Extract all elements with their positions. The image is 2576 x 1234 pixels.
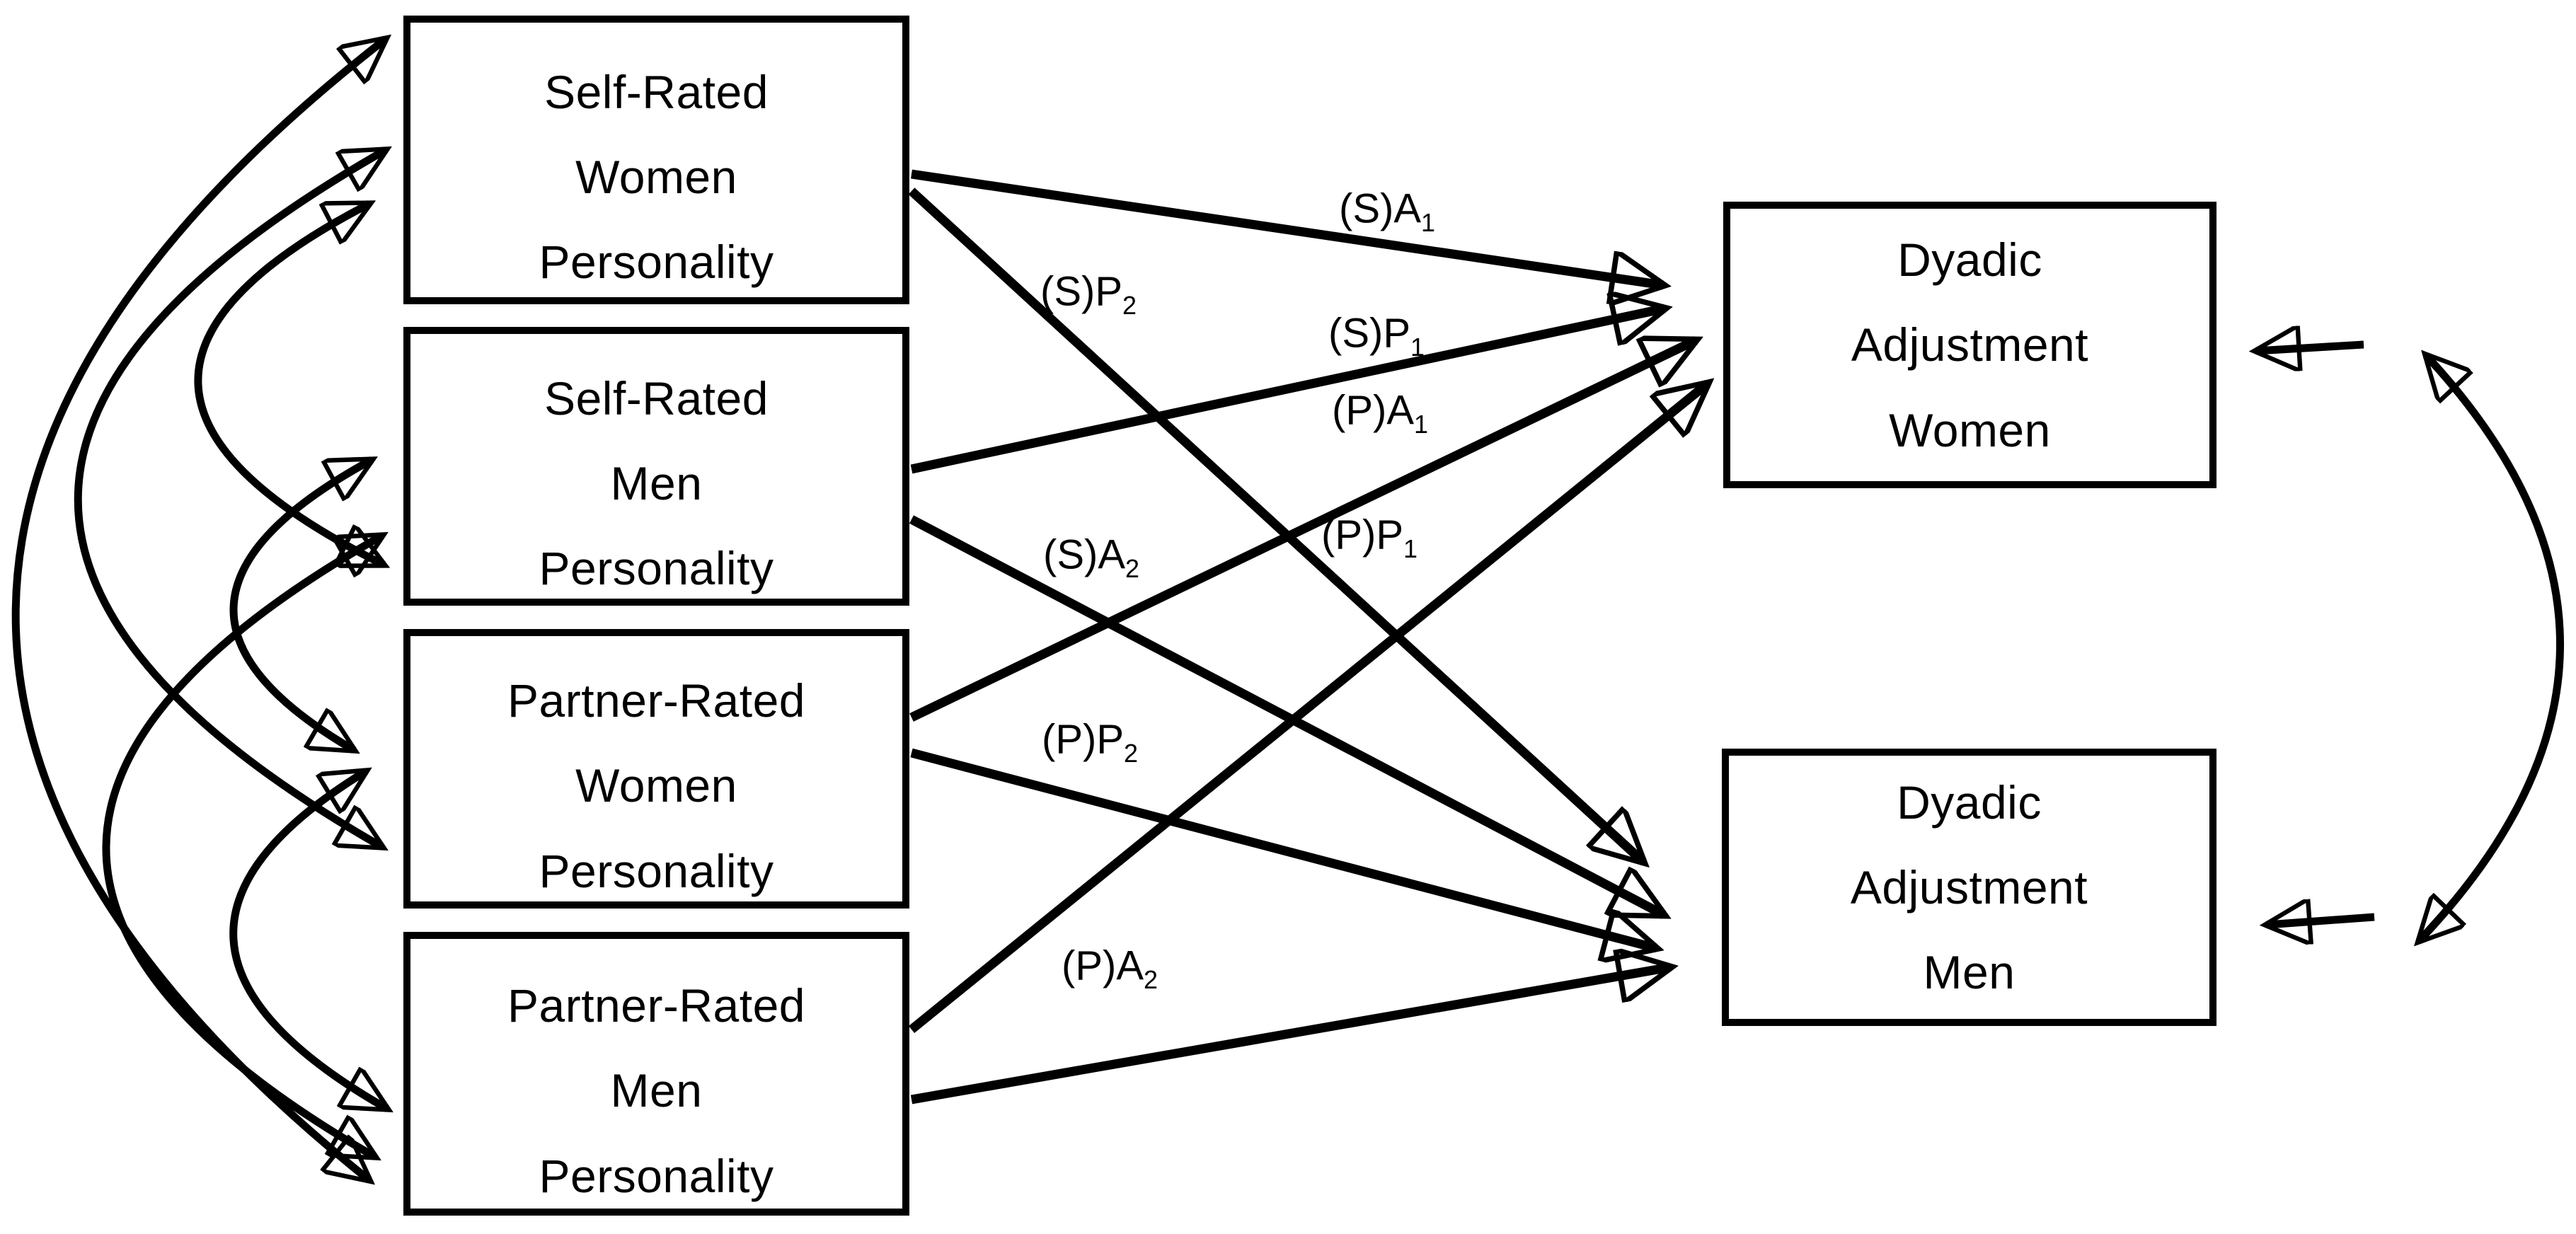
residual-arrow-dyadic-women [2256, 345, 2364, 351]
box-self-rated-men-personality: Self-Rated Men Personality [403, 327, 909, 606]
arrow-pa1-partner-women-to-dyadic-women [909, 340, 1696, 722]
box-label: Dyadic Adjustment Men [1850, 775, 2088, 999]
correlation-arc-self-women-partner-men [11, 39, 386, 1180]
box-partner-rated-women-personality: Partner-Rated Women Personality [403, 629, 909, 909]
box-label: Self-Rated Women Personality [539, 65, 774, 289]
box-label: Dyadic Adjustment Women [1851, 233, 2089, 456]
predictor-correlation-arcs [11, 39, 387, 1180]
box-label: Self-Rated Men Personality [539, 371, 774, 595]
box-label: Partner-Rated Men Personality [507, 979, 806, 1202]
arrow-sp2-self-women-to-dyadic-men [908, 188, 1643, 862]
correlation-arc-partner-women-partner-men [229, 771, 387, 1109]
arrow-pa2-partner-men-to-dyadic-men [910, 967, 1670, 1105]
residual-arrow-dyadic-men [2267, 917, 2375, 925]
path-label-pp1: (P)P1 [1321, 512, 1418, 564]
arrow-sa1-self-women-to-dyadic-women [911, 169, 1663, 285]
path-label-sp2: (S)P2 [1040, 268, 1137, 321]
arrow-sa2-self-men-to-dyadic-men [909, 515, 1664, 919]
correlation-arc-self-men-partner-men [102, 536, 382, 1157]
path-label-sp1: (S)P1 [1328, 310, 1425, 362]
path-label-pa2: (P)A2 [1062, 942, 1158, 995]
correlation-arc-self-women-partner-women [74, 150, 386, 847]
box-dyadic-adjustment-men: Dyadic Adjustment Men [1722, 749, 2216, 1026]
box-dyadic-adjustment-women: Dyadic Adjustment Women [1723, 202, 2216, 488]
outcome-correlation-group [2256, 345, 2564, 941]
correlation-arc-self-men-partner-women [229, 460, 372, 750]
box-label: Partner-Rated Women Personality [507, 674, 806, 897]
arrow-sp1-self-men-to-dyadic-women [910, 308, 1664, 474]
path-label-sa2: (S)A2 [1043, 531, 1139, 584]
arrow-pp1-partner-men-to-dyadic-women [908, 384, 1708, 1034]
path-label-sa1: (S)A1 [1339, 185, 1435, 238]
box-self-rated-women-personality: Self-Rated Women Personality [403, 16, 909, 304]
arrow-pp2-partner-women-to-dyadic-men [910, 748, 1656, 948]
correlation-arc-dyadic-women-dyadic-men [2419, 355, 2564, 941]
structural-path-arrows [908, 169, 1708, 1105]
box-partner-rated-men-personality: Partner-Rated Men Personality [403, 932, 909, 1216]
path-label-pp2: (P)P2 [1042, 716, 1138, 768]
path-label-pa1: (P)A1 [1332, 387, 1428, 439]
